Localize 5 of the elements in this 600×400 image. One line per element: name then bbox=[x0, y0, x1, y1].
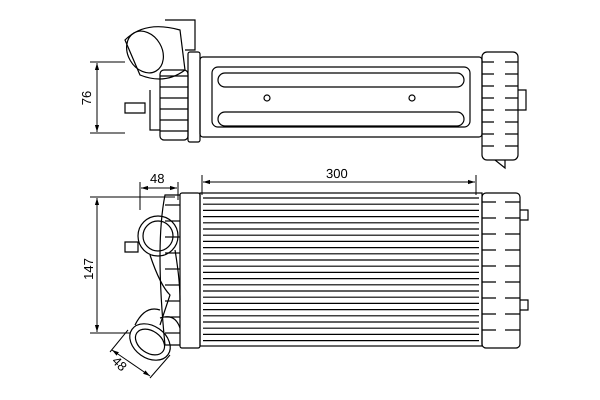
dimension-label: 48 bbox=[150, 172, 164, 186]
dimension-label: 48 bbox=[109, 354, 130, 374]
dimension-label: 300 bbox=[326, 167, 348, 181]
dimension-label: 76 bbox=[80, 90, 94, 106]
dimension-label: 147 bbox=[82, 258, 96, 280]
